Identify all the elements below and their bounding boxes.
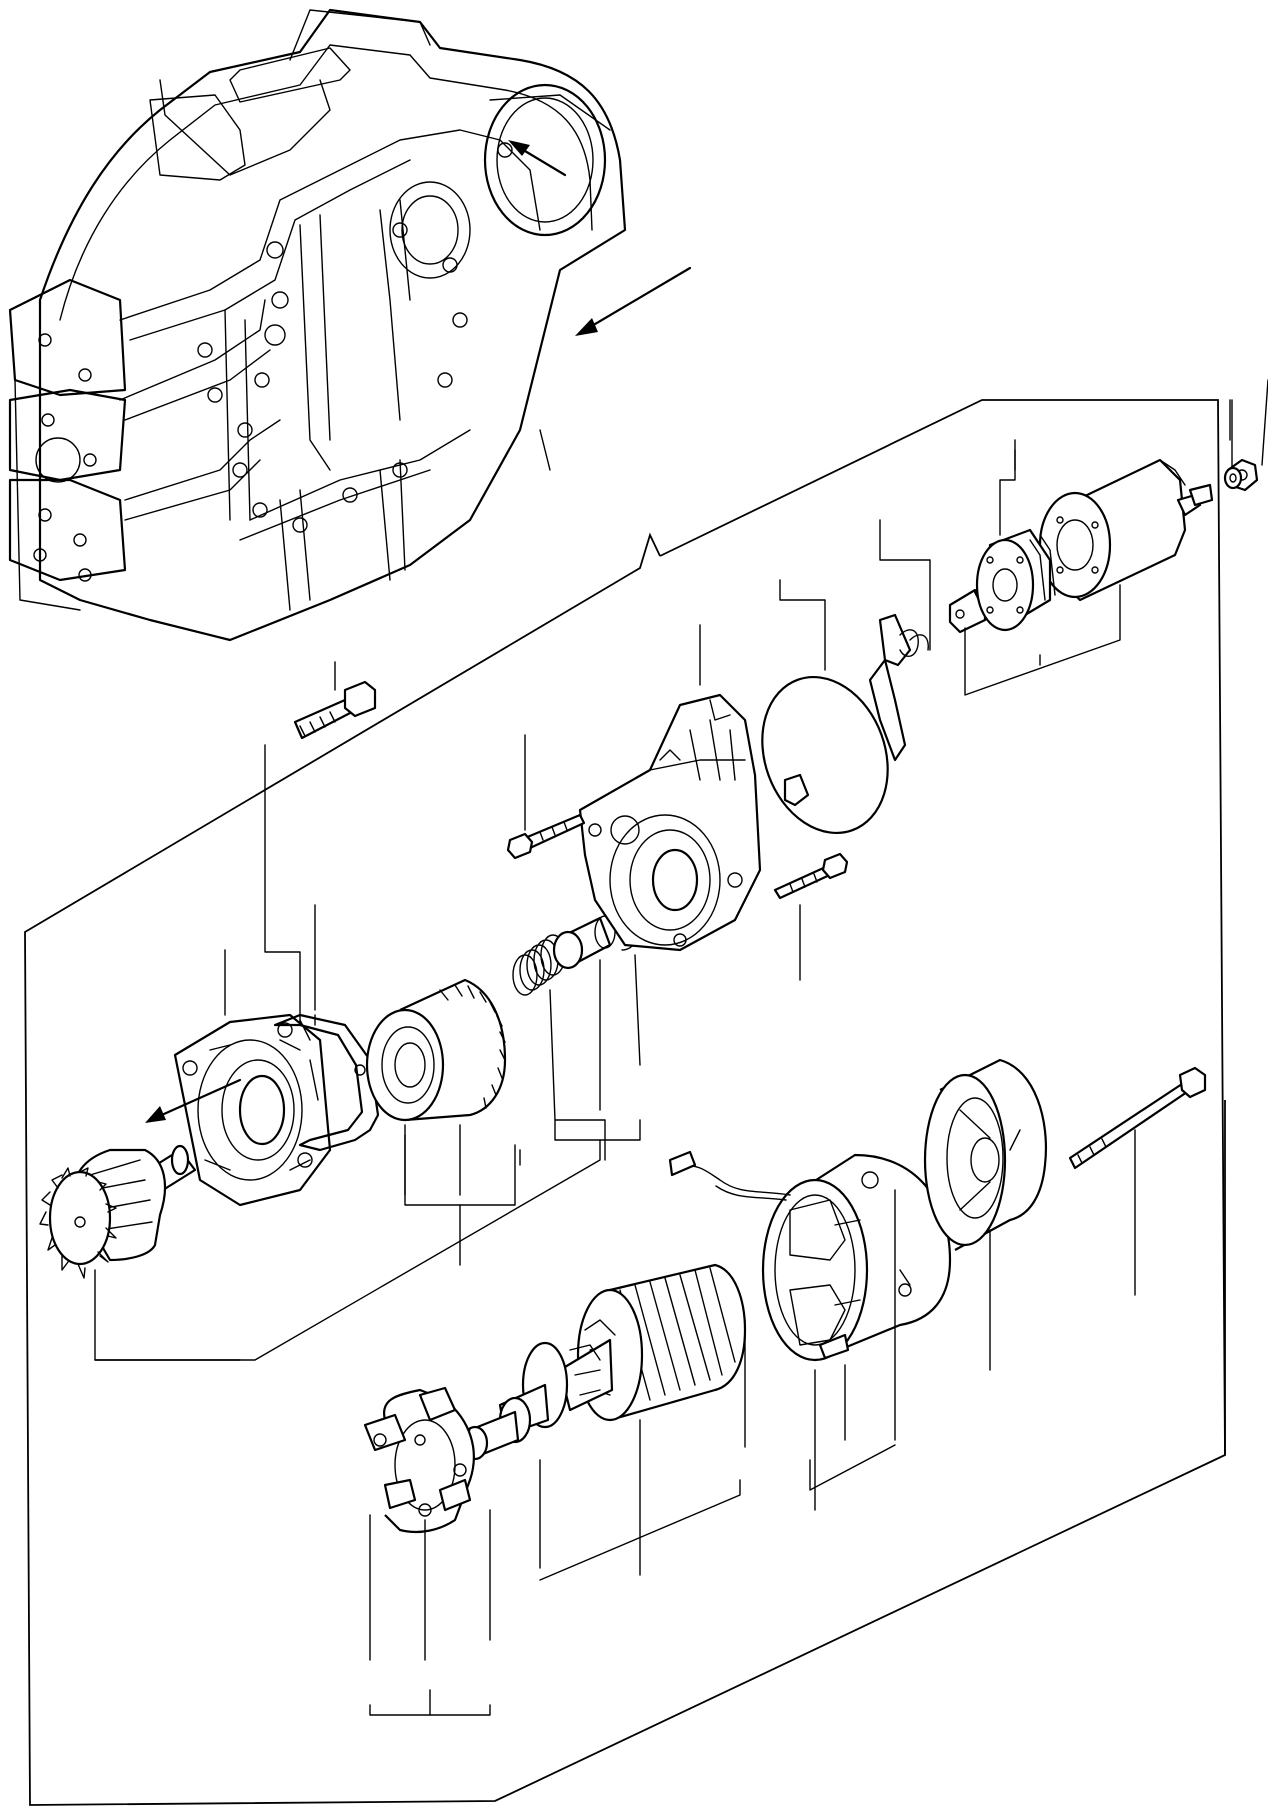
brush-holder bbox=[363, 1386, 491, 1716]
pinion-spring bbox=[512, 934, 606, 1161]
rear-cover bbox=[923, 1058, 1047, 1371]
leader-lines bbox=[94, 399, 1231, 1361]
front-bracket bbox=[145, 949, 332, 1207]
case-bolt bbox=[773, 852, 849, 981]
overrunning-clutch bbox=[365, 978, 507, 1196]
case-bolt bbox=[506, 734, 586, 860]
gasket bbox=[273, 904, 380, 1152]
gear-case bbox=[578, 624, 762, 952]
through-bolt bbox=[1068, 1066, 1207, 1296]
mounting-bolt bbox=[264, 661, 377, 1046]
shift-lever bbox=[868, 519, 931, 762]
mounting-direction-arrow bbox=[508, 140, 692, 336]
stop-collar bbox=[552, 915, 616, 1111]
armature bbox=[428, 1263, 747, 1581]
yoke bbox=[668, 1150, 952, 1511]
solenoid bbox=[1038, 458, 1214, 602]
solenoid-nut bbox=[1223, 379, 1268, 492]
solenoid-cover bbox=[964, 449, 1121, 696]
seal-ring bbox=[761, 579, 889, 835]
assembly-bracket bbox=[24, 399, 1226, 1806]
pinion-gear bbox=[39, 1144, 241, 1361]
flywheel-housing bbox=[8, 8, 627, 642]
